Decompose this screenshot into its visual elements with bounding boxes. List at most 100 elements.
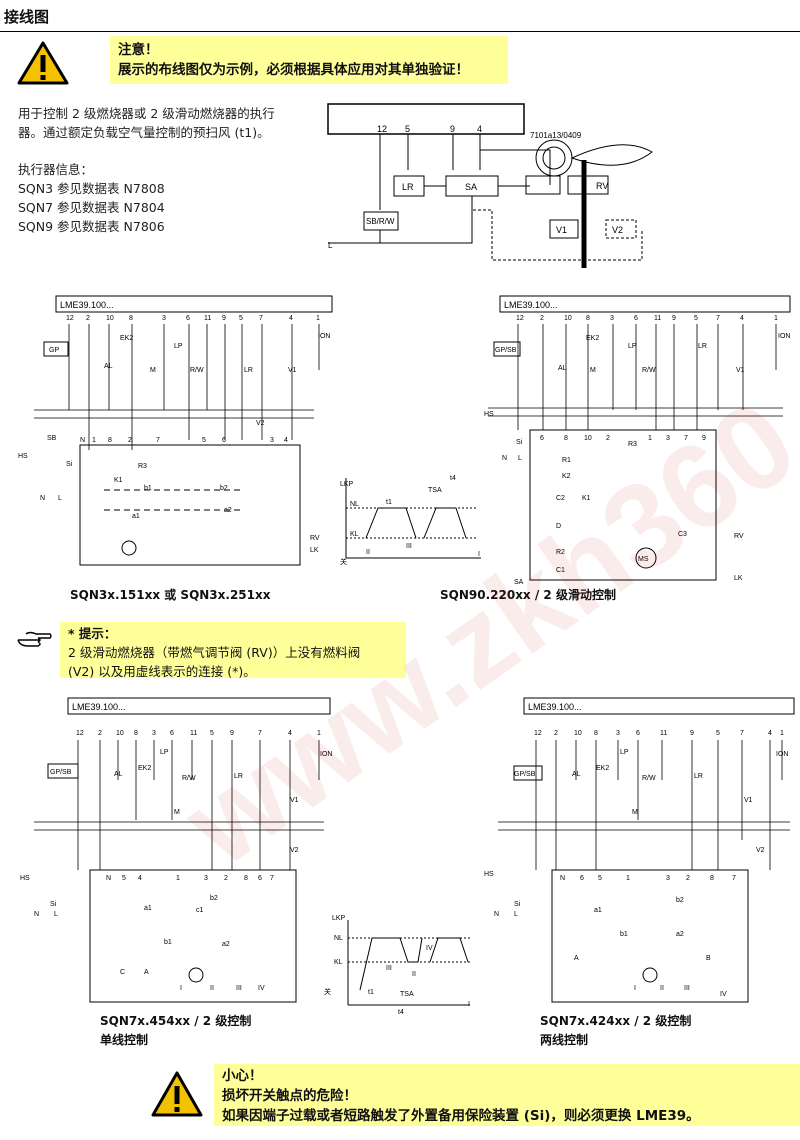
svg-text:2: 2 [606, 435, 610, 442]
svg-text:1: 1 [648, 435, 652, 442]
svg-text:MS: MS [638, 556, 649, 563]
svg-text:1: 1 [780, 730, 784, 737]
svg-text:11: 11 [204, 315, 211, 322]
svg-text:V1: V1 [288, 367, 297, 374]
svg-text:5: 5 [239, 315, 243, 322]
svg-text:3: 3 [666, 435, 670, 442]
svg-text:AL: AL [558, 365, 567, 372]
diagram-caption: SQN7x.424xx / 2 级控制 两线控制 [540, 1012, 691, 1050]
caution-title: 小心！ [222, 1068, 263, 1084]
svg-text:7: 7 [716, 315, 720, 322]
svg-text:EK2: EK2 [596, 765, 609, 772]
svg-text:LR: LR [402, 182, 414, 192]
svg-text:RV: RV [310, 535, 320, 542]
svg-text:2: 2 [86, 315, 90, 322]
svg-text:HS: HS [484, 411, 494, 418]
svg-text:V2: V2 [756, 847, 765, 854]
svg-text:GP: GP [49, 347, 59, 354]
svg-text:10: 10 [564, 315, 572, 322]
svg-text:3: 3 [270, 437, 274, 444]
svg-text:R/W: R/W [190, 367, 204, 374]
svg-text:LR: LR [694, 773, 703, 780]
svg-text:V2: V2 [256, 420, 265, 427]
svg-text:c1: c1 [196, 907, 204, 914]
svg-text:9: 9 [672, 315, 676, 322]
svg-text:NL: NL [334, 935, 343, 942]
svg-text:10: 10 [574, 730, 582, 737]
diagram-caption: SQN3x.151xx 或 SQN3x.251xx [70, 588, 271, 602]
svg-text:2: 2 [540, 315, 544, 322]
svg-text:K1: K1 [582, 495, 591, 502]
svg-text:b2: b2 [676, 897, 684, 904]
svg-text:12: 12 [534, 730, 542, 737]
svg-text:LKP: LKP [340, 481, 354, 488]
title-divider [0, 31, 800, 32]
svg-text:L: L [514, 911, 518, 918]
svg-text:12: 12 [516, 315, 524, 322]
wiring-diagram-sqn3: LME39.100... 12 2 10 8 3 6 11 9 5 7 4 1 … [18, 295, 333, 566]
svg-text:t1: t1 [368, 989, 374, 996]
wiring-diagram-sqn7-424: LME39.100... 12 2 10 8 3 6 11 9 5 7 4 1 … [484, 697, 795, 1003]
svg-text:LME39.100...: LME39.100... [528, 702, 582, 712]
svg-text:AL: AL [572, 771, 581, 778]
svg-text:R3: R3 [138, 463, 147, 470]
svg-text:SA: SA [514, 579, 524, 586]
svg-text:V2: V2 [612, 225, 623, 235]
svg-text:b1: b1 [620, 931, 628, 938]
svg-text:V2: V2 [290, 847, 299, 854]
svg-text:N: N [560, 875, 565, 882]
svg-text:a2: a2 [676, 931, 684, 938]
svg-text:7: 7 [740, 730, 744, 737]
svg-text:b2: b2 [210, 895, 218, 902]
svg-text:R/W: R/W [642, 775, 656, 782]
svg-text:2: 2 [686, 875, 690, 882]
svg-text:N: N [494, 911, 499, 918]
diagram-caption-subtitle: 单线控制 [100, 1033, 149, 1047]
svg-text:ION: ION [776, 751, 788, 758]
svg-text:L: L [54, 911, 58, 918]
svg-text:9: 9 [450, 124, 455, 134]
svg-text:GP/SB: GP/SB [495, 347, 517, 354]
svg-text:M: M [632, 809, 638, 816]
notice-box: 注意！ 展示的布线图仅为示例，必须根据具体应用对其单独验证！ [110, 36, 508, 84]
wiring-diagram-sqn7-454: LME39.100... 12 2 10 8 3 6 11 5 9 7 4 1 … [20, 697, 332, 1003]
svg-text:5: 5 [694, 315, 698, 322]
svg-text:RV: RV [734, 533, 744, 540]
actuator-item: SQN3 参见数据表 N7808 [18, 181, 165, 196]
svg-text:1: 1 [774, 315, 778, 322]
svg-text:K1: K1 [114, 477, 123, 484]
svg-text:5: 5 [598, 875, 602, 882]
svg-text:HS: HS [18, 453, 28, 460]
svg-text:6: 6 [636, 730, 640, 737]
hint-box: * 提示： 2 级滑动燃烧器（带燃气调节阀 (RV)）上没有燃料阀 (V2) 以… [60, 622, 406, 679]
svg-text:9: 9 [222, 315, 226, 322]
svg-text:AL: AL [104, 363, 113, 370]
svg-text:2: 2 [128, 437, 132, 444]
svg-text:II: II [660, 985, 664, 992]
svg-text:L: L [328, 241, 333, 250]
svg-text:V1: V1 [556, 225, 567, 235]
actuator-heading: 执行器信息： [18, 162, 94, 177]
svg-text:LR: LR [244, 367, 253, 374]
svg-text:NL: NL [350, 501, 359, 508]
svg-text:IV: IV [258, 985, 265, 992]
svg-text:4: 4 [768, 730, 772, 737]
svg-text:RV: RV [596, 181, 608, 191]
svg-text:N: N [80, 437, 85, 444]
caution-line: 损坏开关触点的危险！ [222, 1088, 357, 1104]
svg-text:关: 关 [340, 557, 347, 566]
svg-text:4: 4 [288, 730, 292, 737]
svg-text:2: 2 [224, 875, 228, 882]
notice-title: 注意！ [118, 42, 159, 58]
svg-text:HS: HS [484, 871, 494, 878]
hint-line: 2 级滑动燃烧器（带燃气调节阀 (RV)）上没有燃料阀 [68, 645, 361, 660]
svg-text:LKP: LKP [332, 915, 346, 922]
diagram-caption: SQN7x.454xx / 2 级控制 单线控制 [100, 1012, 251, 1050]
svg-text:I: I [180, 985, 182, 992]
svg-text:关: 关 [324, 987, 331, 996]
svg-text:6: 6 [170, 730, 174, 737]
svg-text:6: 6 [580, 875, 584, 882]
svg-text:V1: V1 [744, 797, 753, 804]
svg-text:1: 1 [92, 437, 96, 444]
diagram-caption-title: SQN7x.424xx / 2 级控制 [540, 1014, 692, 1028]
